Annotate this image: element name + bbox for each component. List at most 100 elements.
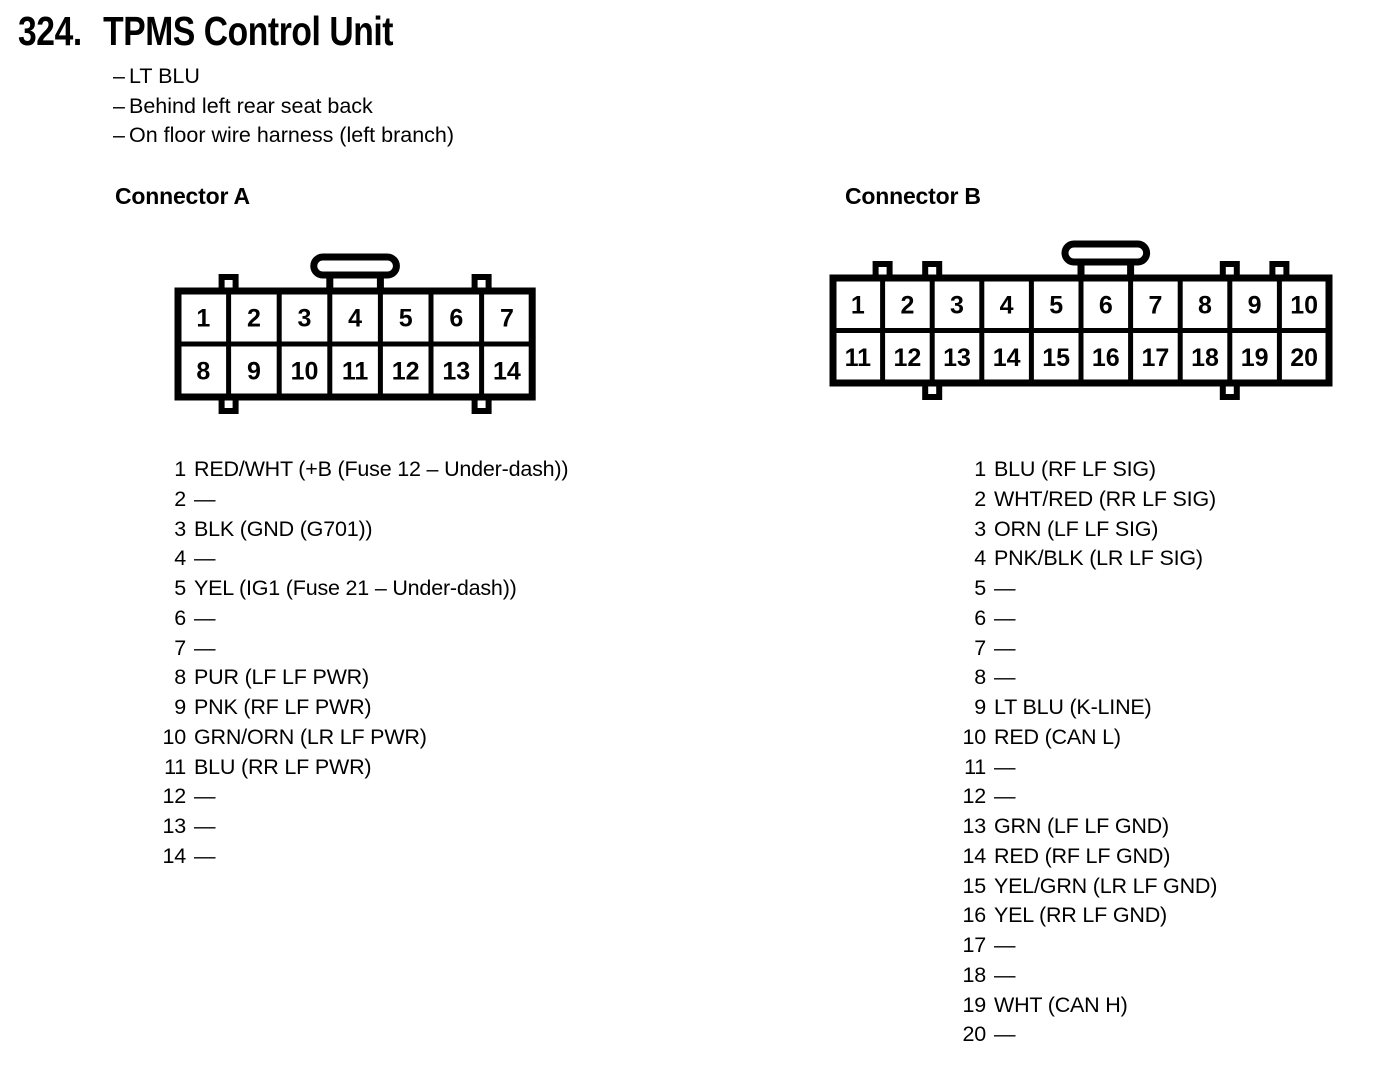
pin-number: 8 [974,665,986,690]
pin-number: 12 [962,784,986,809]
note-text: Behind left rear seat back [129,93,373,118]
pin-cell-number: 7 [500,305,514,333]
pin-number: 5 [974,576,986,600]
pin-number: 18 [962,962,986,987]
pin-number: 3 [174,516,186,541]
pin-cell-number: 10 [291,358,319,386]
pin-label: — [194,546,216,571]
pin-number: 9 [174,695,186,719]
pin-cell-number: 17 [1141,344,1169,372]
pin-row: 17— [940,931,1217,961]
pin-number: 10 [162,724,186,749]
pin-number: 2 [174,486,186,511]
pin-cell-number: 7 [1148,291,1162,319]
pin-number: 4 [174,546,186,571]
note-text: LT BLU [129,64,200,88]
pin-cell-number: 15 [1042,344,1070,372]
pin-label: GRN (LF LF GND) [994,814,1169,838]
pin-cell-number: 6 [449,305,463,333]
pin-label: — [994,665,1016,690]
pin-number: 16 [962,903,986,928]
pin-cell-number: 19 [1241,344,1269,372]
pin-number: 1 [174,457,186,481]
pin-label: YEL (RR LF GND) [994,903,1167,928]
pin-cell-number: 1 [196,305,210,333]
pin-row: 2— [140,485,568,515]
page-title: 324. TPMS Control Unit [18,8,394,55]
note-line: – LT BLU [113,62,454,92]
pin-label: RED (CAN L) [994,724,1121,749]
pin-label: — [994,784,1016,809]
pin-row: 2 WHT/RED (RR LF SIG) [940,485,1217,515]
connector-handle [310,253,400,279]
pin-row: 11 BLU (RR LF PWR) [140,753,568,783]
pin-label: PNK (RF LF PWR) [194,695,372,719]
pin-label: YEL/GRN (LR LF GND) [994,873,1218,898]
pin-cell-number: 14 [493,358,521,386]
pin-row: 1 RED/WHT (+B (Fuse 12 – Under-dash)) [140,455,568,485]
pin-label: BLK (GND (G701)) [194,516,373,541]
pin-label: — [194,843,216,868]
pin-number: 13 [962,814,986,838]
pin-number: 4 [974,546,986,571]
pin-cell-number: 3 [950,291,964,319]
pin-row: 8— [940,663,1217,693]
pin-cell-number: 20 [1290,344,1318,372]
pin-label: — [194,486,216,511]
pin-number: 11 [164,754,186,779]
pin-cell-number: 16 [1092,344,1120,372]
pin-cell-number: 1 [851,291,865,319]
pin-cell-number: 14 [993,344,1021,372]
note-text: On floor wire harness (left branch) [129,123,455,147]
pin-number: 8 [174,665,186,690]
pin-label: — [194,784,216,809]
pin-row: 7— [940,634,1217,664]
pin-row: 7— [140,634,568,664]
pin-label: LT BLU (K-LINE) [994,695,1152,719]
pin-number: 10 [962,724,986,749]
pin-number: 14 [962,843,986,868]
pin-number: 11 [964,754,986,779]
pin-number: 13 [162,814,186,838]
pin-number: 7 [974,635,986,660]
pin-cell-number: 11 [342,358,369,386]
pin-cell-number: 9 [247,358,261,386]
note-dash: – [113,93,125,118]
section-number: 324. [18,8,82,54]
pin-row: 6— [940,604,1217,634]
pin-cell-number: 8 [1198,291,1212,319]
pin-number: 19 [962,992,986,1017]
pin-cell-number: 2 [247,305,261,333]
pin-label: WHT/RED (RR LF SIG) [994,486,1216,511]
pin-cell-number: 12 [392,358,420,386]
pin-number: 2 [974,486,986,511]
pin-number: 1 [974,457,986,481]
pin-number: 7 [174,635,186,660]
pin-label: GRN/ORN (LR LF PWR) [194,724,427,749]
pin-row: 16 YEL (RR LF GND) [940,901,1217,931]
pin-number: 14 [162,843,186,868]
pin-row: 14 — [140,842,568,872]
pin-label: — [994,754,1016,779]
pin-cell-number: 4 [348,305,362,333]
pin-row: 13 GRN (LF LF GND) [940,812,1217,842]
pin-label: — [194,814,216,838]
pin-label: — [994,933,1016,957]
pin-row: 13 — [140,812,568,842]
pin-label: RED/WHT (+B (Fuse 12 – Under-dash)) [194,457,569,481]
pin-label: — [994,1022,1016,1047]
pin-number: 20 [962,1022,986,1047]
pin-cell-number: 6 [1099,291,1113,319]
pin-row: 12— [140,782,568,812]
pin-label: BLU (RR LF PWR) [194,754,372,779]
pin-cell-number: 9 [1248,291,1262,319]
